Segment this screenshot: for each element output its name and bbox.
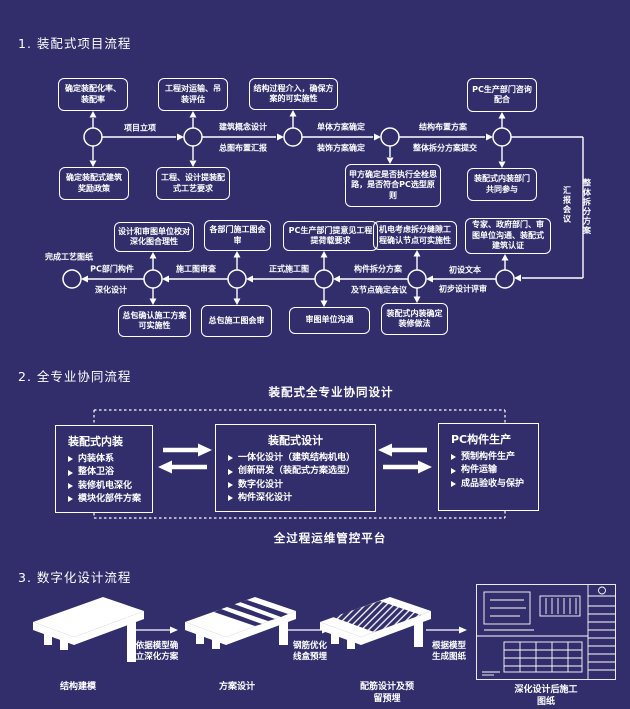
flow-label-unit-scheme: 单体方案确定 (317, 122, 365, 132)
triangle-bullet-icon (228, 481, 233, 488)
flow-box-structure-involve: 结构过程介入，确保方案的可实施性 (249, 78, 338, 110)
list-item: 整体卫浴 (68, 467, 144, 478)
triangle-bullet-icon (228, 495, 233, 502)
triangle-bullet-icon (451, 480, 456, 487)
flow-label-craft-drawing-done: 完成工艺图纸 (45, 252, 93, 262)
flow-label-drawing-check: 施工图审查 (176, 264, 216, 274)
structural-model-graphic (33, 597, 144, 662)
flow-box-interior-finish: 装配式内装确定装修做法 (381, 303, 448, 335)
triangle-bullet-icon (228, 455, 233, 462)
step-arrow-label-3: 根据模型生成图纸 (431, 641, 466, 663)
scheme-design-graphic (185, 597, 296, 649)
step-caption-scheme-design: 方案设计 (218, 682, 255, 692)
flow-box-client-decision: 甲方确定是否执行全栓思路，是否符合PC选型原则 (345, 164, 441, 207)
flow-label-structure-layout: 结构布置方案 (419, 122, 467, 132)
section1-title: 1. 装配式项目流程 (18, 36, 132, 51)
exchange-arrows (163, 447, 427, 470)
flow-label-pc-component: PC部门构件 (90, 264, 134, 274)
list-item: 数字化设计 (228, 480, 367, 491)
exchange-arrowheads (158, 443, 432, 474)
list-item: 模块化部件方案 (68, 494, 144, 505)
list-item: 一体化设计（建筑结构机电） (228, 453, 367, 464)
step-caption-rebar-embed: 配筋设计及预留预埋 (359, 682, 414, 705)
list-item: 预制构件生产 (451, 452, 530, 463)
triangle-bullet-icon (68, 496, 73, 503)
triangle-bullet-icon (68, 456, 73, 463)
panel-design-title: 装配式设计 (268, 434, 323, 447)
flow-label-split-submit: 整体拆分方案提交 (413, 143, 477, 153)
triangle-bullet-icon (68, 469, 73, 476)
flow-label-overall-split: 整体拆分方案 (582, 178, 592, 236)
section3-title: 3. 数字化设计流程 (18, 570, 132, 585)
flow-row-bottom (88, 256, 506, 301)
flow-label-deepen-design: 深化设计 (95, 285, 127, 295)
flow-box-gc-drawing-review: 总包施工图会审 (201, 305, 272, 337)
list-item: 创新研发（装配式方案选型） (228, 466, 367, 477)
flow-box-pc-feedback: PC生产部门提意见工程提荷载要求 (283, 221, 378, 251)
flow-nodes-bottom (62, 269, 515, 289)
flow-label-report-meeting: 汇报会议 (562, 186, 572, 224)
step-arrow-label-2: 钢筋优化线盒预埋 (292, 641, 327, 663)
flow-row-top-arrowheads (89, 110, 521, 282)
flow-box-process-require: 工程、设计提装配式工艺要求 (156, 167, 230, 200)
triangle-bullet-icon (451, 467, 456, 474)
flow-row-bottom-arrowheads (81, 250, 509, 307)
ops-platform-label: 全过程运维管控平台 (273, 531, 387, 545)
flow-box-reviewer-comm: 审图单位沟通 (289, 307, 370, 334)
flow-row-top (92, 116, 584, 279)
triangle-bullet-icon (451, 454, 456, 461)
flow-box-transport-eval: 工程对运输、吊装评估 (158, 78, 228, 111)
flow-box-dept-drawing-review: 各部门施工图会审 (204, 220, 271, 251)
flow-label-project-approval: 项目立项 (124, 123, 156, 133)
flow-box-mep-consider: 机电考虑拆分缝隙工程确认节点可实施性 (373, 221, 457, 250)
rebar-design-graphic (320, 597, 431, 649)
flow-label-prelim-text: 初设文本 (449, 265, 481, 275)
step-caption-structural-modeling: 结构建模 (59, 682, 96, 692)
panel-pc-production: PC构件生产 预制构件生产 构件运输 成品验收与保护 (438, 423, 539, 511)
flow-label-official-drawing: 正式施工图 (269, 264, 309, 274)
list-item: 内装体系 (68, 454, 144, 465)
list-item: 构件运输 (451, 465, 530, 476)
flow-label-prelim-review: 初步设计评审 (439, 284, 487, 294)
flow-box-reward-policy: 确定装配式建筑奖励政策 (59, 167, 129, 200)
dashed-connectors (93, 409, 506, 519)
flow-label-node-meeting: 及节点确定会议 (351, 285, 407, 295)
flow-label-concept-design: 建筑概念设计 (219, 122, 267, 132)
step-arrow-label-1: 依据模型确立深化方案 (135, 641, 179, 663)
flow-nodes-top (83, 127, 512, 147)
step-caption-final-drawings: 深化设计后施工图纸 (514, 685, 578, 708)
flow-label-decoration-scheme: 装饰方案确定 (317, 143, 365, 153)
flow-box-expert-certify: 专家、政府部门、审图单位沟通、装配式建筑认证 (465, 218, 551, 254)
list-item: 装修机电深化 (68, 481, 144, 492)
panel-pc-production-title: PC构件生产 (451, 433, 512, 446)
flow-box-review-deepen: 设计和审图单位校对深化图合理性 (114, 222, 194, 252)
collab-design-label: 装配式全专业协同设计 (268, 385, 394, 399)
list-item: 成品验收与保护 (451, 479, 530, 490)
panel-interior: 装配式内装 内装体系 整体卫浴 装修机电深化 模块化部件方案 (55, 425, 153, 513)
list-item: 构件深化设计 (228, 493, 367, 504)
flow-label-split-scheme: 构件拆分方案 (354, 264, 402, 274)
section2-title: 2. 全专业协同流程 (18, 369, 132, 384)
flow-box-gc-confirm: 总包确认施工方案可实施性 (118, 305, 191, 337)
panel-interior-title: 装配式内装 (68, 435, 123, 448)
triangle-bullet-icon (68, 482, 73, 489)
construction-drawing-graphic (476, 584, 616, 680)
flow-box-pc-consult: PC生产部门咨询配合 (467, 78, 537, 112)
panel-design: 装配式设计 一体化设计（建筑结构机电） 创新研发（装配式方案选型） 数字化设计 … (215, 424, 376, 512)
flow-box-assembly-rate: 确定装配化率、装配率 (58, 78, 128, 111)
triangle-bullet-icon (228, 468, 233, 475)
flow-label-siteplan-report: 总图布置汇报 (219, 143, 267, 153)
flow-box-interior-join: 装配式内装部门共同参与 (467, 168, 537, 201)
